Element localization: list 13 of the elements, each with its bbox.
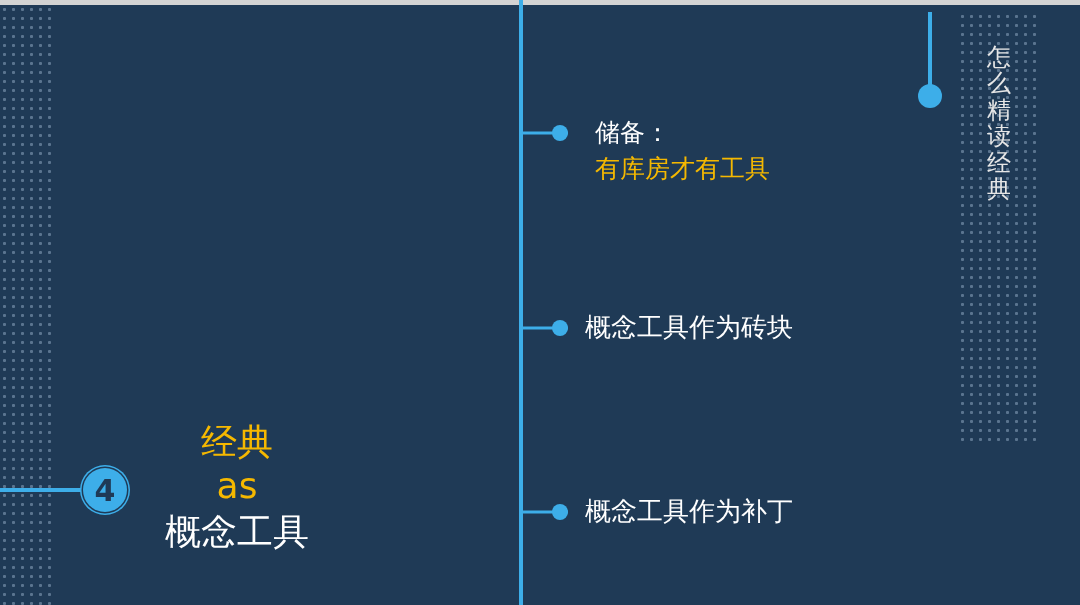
title-text: 经典 bbox=[200, 420, 274, 464]
connector-line bbox=[523, 504, 568, 520]
title-text: as bbox=[215, 465, 259, 506]
topic-heading: 储备： bbox=[595, 116, 671, 149]
connector-line bbox=[523, 125, 568, 141]
vertical-title: 怎么精读经典 bbox=[987, 44, 1011, 205]
topic-heading: 概念工具作为砖块 bbox=[585, 311, 794, 345]
topic-heading: 概念工具作为补丁 bbox=[585, 495, 794, 529]
topic-subtext: 有库房才有工具 bbox=[595, 153, 771, 185]
connector-line bbox=[0, 488, 83, 492]
number-badge: 4 bbox=[83, 468, 127, 512]
title-text: 概念工具 bbox=[164, 510, 310, 554]
connector-line bbox=[523, 320, 568, 336]
